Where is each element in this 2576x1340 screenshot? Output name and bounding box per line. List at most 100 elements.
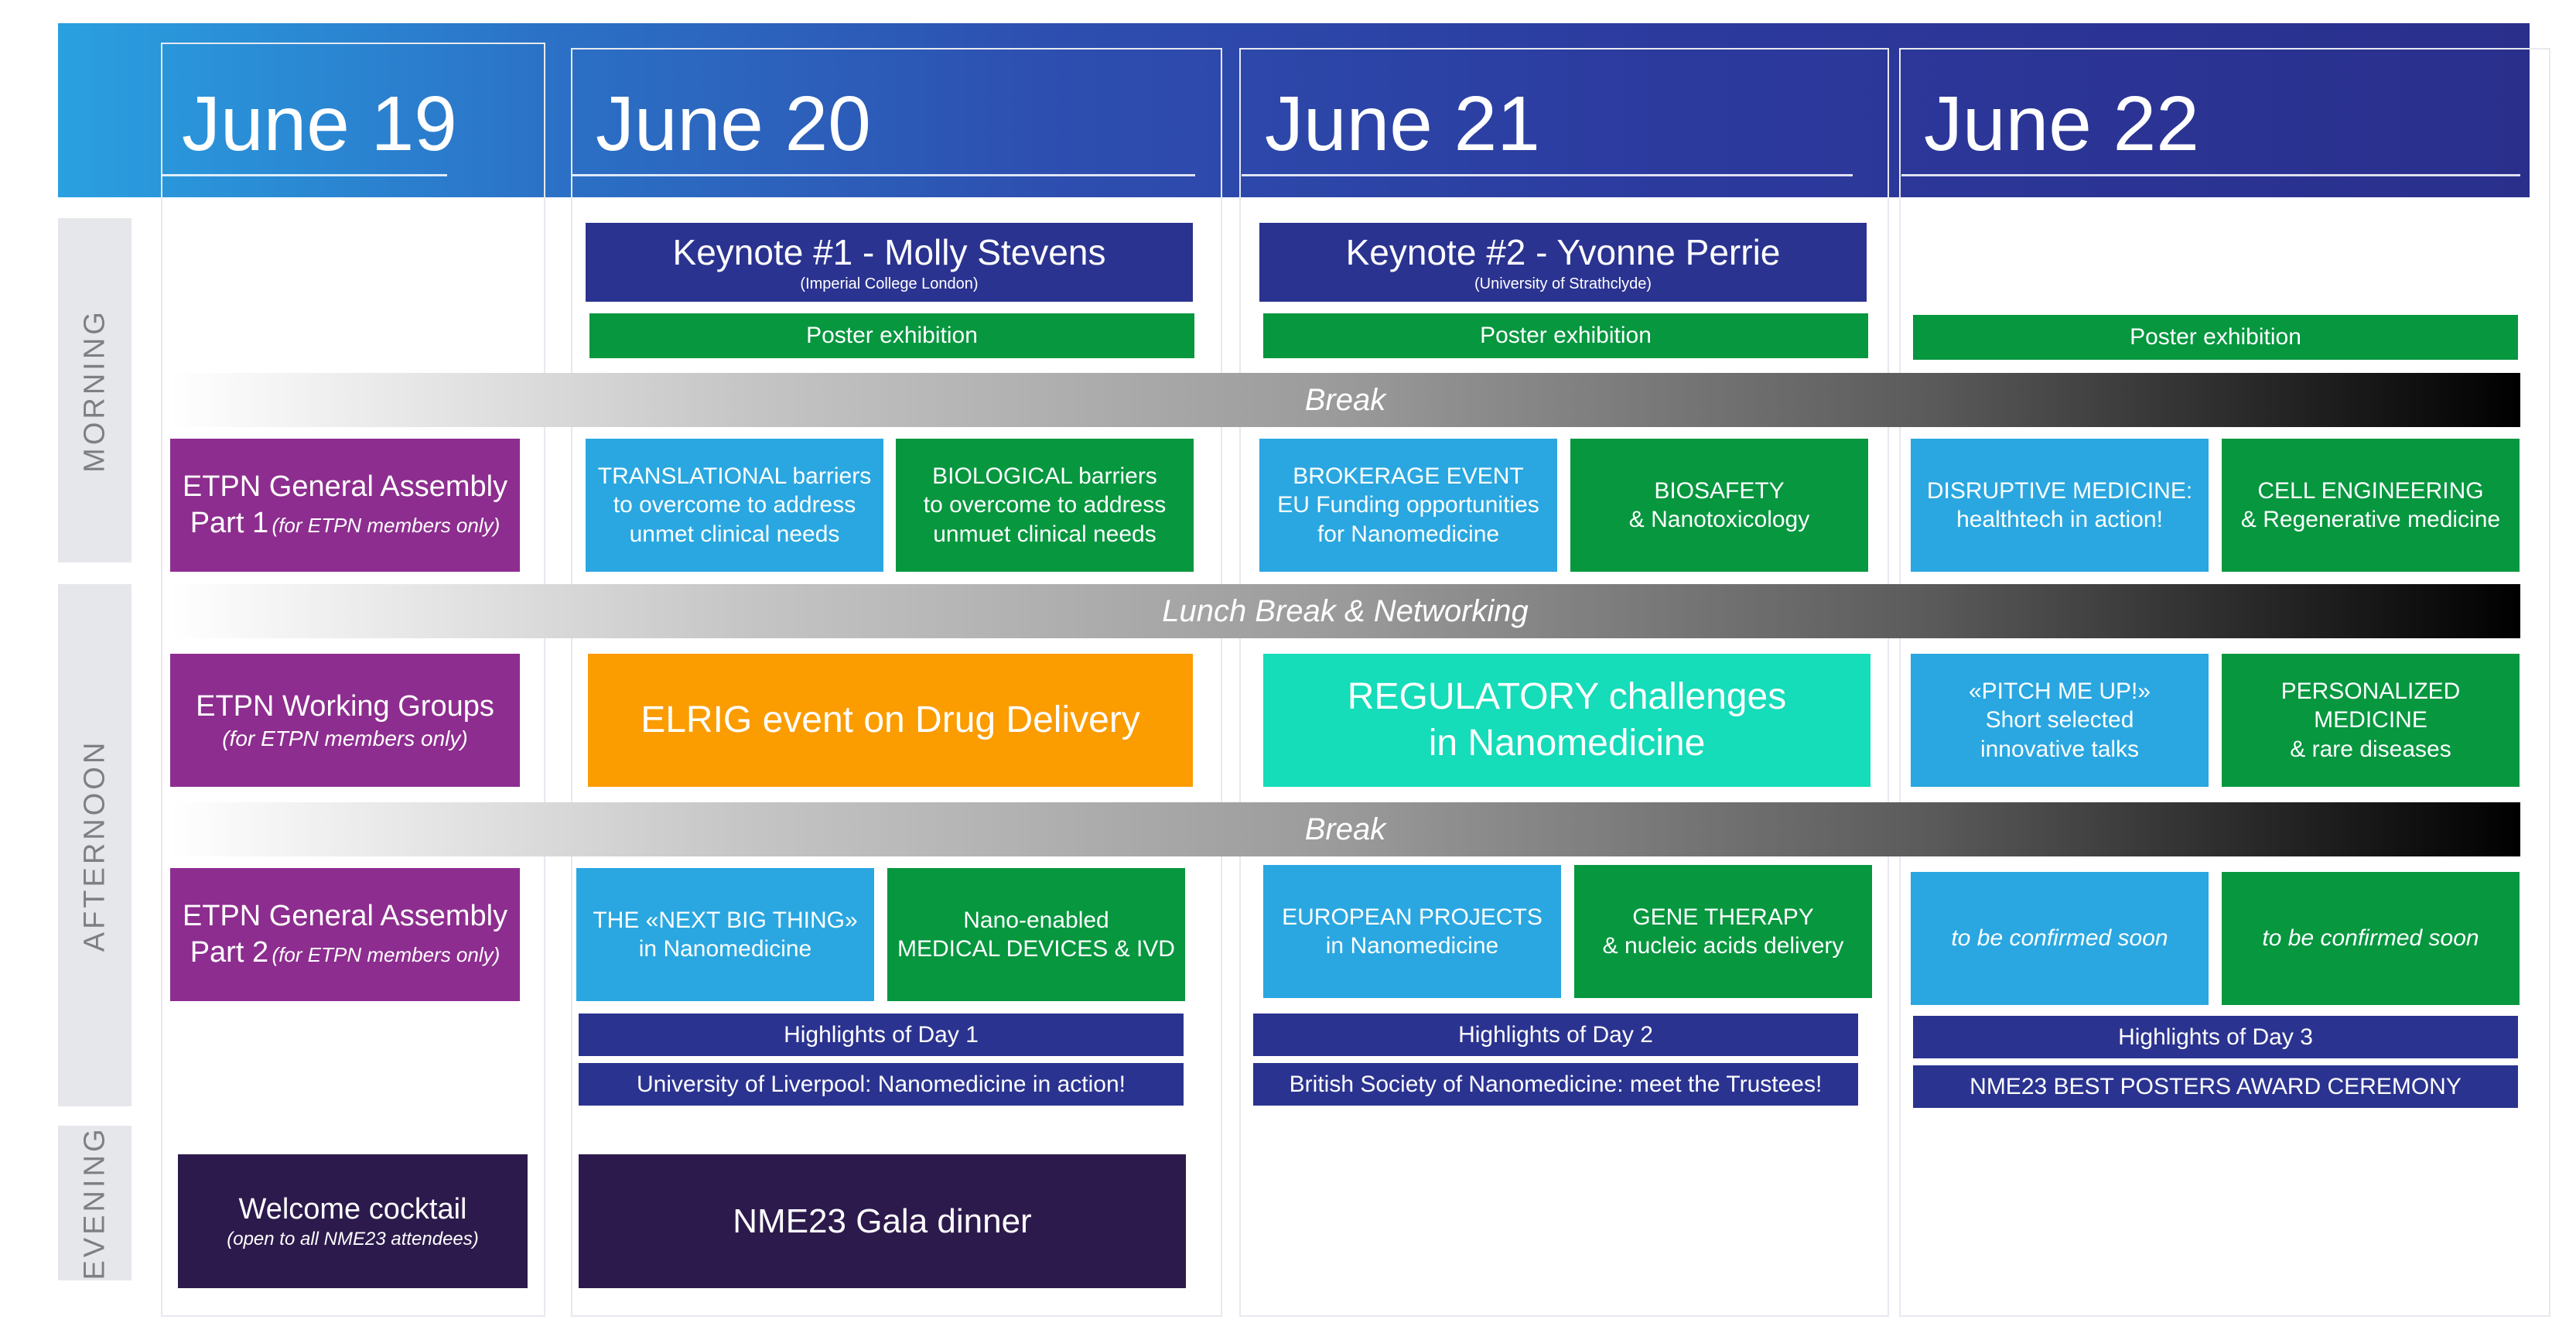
biosafety-line-1: BIOSAFETY (1654, 477, 1785, 504)
day-title-june-19: June 19 (182, 80, 457, 167)
morning-break-bar: Break (170, 373, 2520, 427)
day-title-june-21: June 21 (1265, 80, 1540, 167)
pitch-line-1: «PITCH ME UP!» (1968, 678, 2151, 704)
highlights-day-1-label: Highlights of Day 1 (784, 1021, 979, 1048)
keynote-1-affiliation: (Imperial College London) (800, 275, 979, 293)
personalized-medicine-session[interactable]: PERSONALIZED MEDICINE & rare diseases (2222, 654, 2520, 787)
period-evening: EVENING (58, 1126, 132, 1280)
biological-barriers-session[interactable]: BIOLOGICAL barriers to overcome to addre… (896, 439, 1194, 572)
pitch-me-up-session[interactable]: «PITCH ME UP!» Short selected innovative… (1911, 654, 2209, 787)
devices-line-2: MEDICAL DEVICES & IVD (897, 936, 1175, 962)
highlights-day-3-label: Highlights of Day 3 (2118, 1024, 2313, 1050)
ga2-part: Part 2 (190, 936, 269, 969)
biological-line-1: BIOLOGICAL barriers (932, 463, 1157, 489)
tbc-session-2[interactable]: to be confirmed soon (2222, 872, 2520, 1005)
biosafety-line-2: & Nanotoxicology (1628, 507, 1810, 532)
cell-engineering-line-2: & Regenerative medicine (2240, 507, 2501, 532)
regulatory-line-1: REGULATORY challenges (1347, 676, 1787, 717)
day-column-june-19 (161, 43, 545, 1317)
keynote-1-title: Keynote #1 - Molly Stevens (672, 231, 1106, 272)
brokerage-line-2: EU Funding opportunities (1277, 492, 1539, 518)
bsnm-trustees-session[interactable]: British Society of Nanomedicine: meet th… (1253, 1063, 1858, 1106)
ga1-title: ETPN General Assembly (182, 470, 508, 503)
general-assembly-part-1[interactable]: ETPN General Assembly Part 1 (for ETPN m… (170, 439, 520, 572)
day-column-june-21 (1239, 48, 1889, 1317)
translational-line-1: TRANSLATIONAL barriers (597, 463, 872, 489)
gene-line-2: & nucleic acids delivery (1602, 933, 1844, 959)
ga2-note: (for ETPN members only) (272, 943, 501, 966)
elrig-title: ELRIG event on Drug Delivery (641, 699, 1140, 740)
gene-line-1: GENE THERAPY (1632, 904, 1814, 930)
poster-exhibition-june-21[interactable]: Poster exhibition (1263, 313, 1868, 358)
next-big-line-1: THE «NEXT BIG THING» (593, 907, 858, 933)
lunch-break-bar: Lunch Break & Networking (170, 584, 2520, 638)
biosafety-session[interactable]: BIOSAFETY & Nanotoxicology (1570, 439, 1868, 572)
gene-therapy-session[interactable]: GENE THERAPY & nucleic acids delivery (1574, 865, 1872, 998)
next-big-thing-session[interactable]: THE «NEXT BIG THING» in Nanomedicine (576, 868, 874, 1001)
gala-title: NME23 Gala dinner (733, 1202, 1032, 1240)
pitch-line-2: Short selected (1985, 707, 2134, 733)
regulatory-line-2: in Nanomedicine (1428, 723, 1706, 764)
ga1-note: (for ETPN members only) (272, 514, 501, 537)
awards-ceremony-session[interactable]: NME23 BEST POSTERS AWARD CEREMONY (1913, 1065, 2518, 1108)
poster-exhibition-june-22[interactable]: Poster exhibition (1913, 315, 2518, 360)
poster-exhibition-june-20[interactable]: Poster exhibition (589, 313, 1194, 358)
day-title-underline (1901, 174, 2520, 176)
translational-barriers-session[interactable]: TRANSLATIONAL barriers to overcome to ad… (586, 439, 883, 572)
awards-label: NME23 BEST POSTERS AWARD CEREMONY (1970, 1073, 2462, 1099)
keynote-2-box[interactable]: Keynote #2 - Yvonne Perrie (University o… (1259, 223, 1867, 302)
keynote-1-box[interactable]: Keynote #1 - Molly Stevens (Imperial Col… (586, 223, 1193, 302)
brokerage-line-1: BROKERAGE EVENT (1293, 463, 1524, 489)
tbc-session-1[interactable]: to be confirmed soon (1911, 872, 2209, 1005)
liverpool-session[interactable]: University of Liverpool: Nanomedicine in… (579, 1063, 1184, 1106)
biological-line-2: to overcome to address (923, 492, 1167, 518)
morning-break-label: Break (1304, 382, 1386, 417)
day-title-underline (572, 174, 1195, 176)
period-label-afternoon: AFTERNOON (78, 739, 111, 952)
tbc-label-1: to be confirmed soon (1951, 925, 2168, 952)
cocktail-note: (open to all NME23 attendees) (227, 1229, 479, 1250)
keynote-2-title: Keynote #2 - Yvonne Perrie (1345, 231, 1781, 272)
day-title-june-22: June 22 (1924, 80, 2199, 167)
period-afternoon: AFTERNOON (58, 584, 132, 1106)
translational-line-2: to overcome to address (613, 492, 856, 518)
european-projects-session[interactable]: EUROPEAN PROJECTS in Nanomedicine (1263, 865, 1561, 998)
regulatory-challenges-session[interactable]: REGULATORY challenges in Nanomedicine (1263, 654, 1871, 787)
brokerage-line-3: for Nanomedicine (1317, 521, 1500, 547)
welcome-cocktail-event[interactable]: Welcome cocktail (open to all NME23 atte… (178, 1154, 528, 1288)
personalized-line-1: PERSONALIZED MEDICINE (2280, 678, 2461, 733)
next-big-line-2: in Nanomedicine (638, 936, 812, 962)
highlights-day-2[interactable]: Highlights of Day 2 (1253, 1014, 1858, 1056)
ga2-title: ETPN General Assembly (182, 899, 508, 932)
european-line-1: EUROPEAN PROJECTS (1282, 904, 1543, 930)
highlights-day-1[interactable]: Highlights of Day 1 (579, 1014, 1184, 1056)
period-label-morning: MORNING (78, 308, 111, 473)
period-morning: MORNING (58, 218, 132, 562)
header-band (58, 23, 2530, 197)
keynote-2-affiliation: (University of Strathclyde) (1474, 275, 1652, 293)
cocktail-title: Welcome cocktail (238, 1192, 467, 1225)
devices-line-1: Nano-enabled (963, 907, 1109, 933)
highlights-day-3[interactable]: Highlights of Day 3 (1913, 1016, 2518, 1058)
disruptive-medicine-session[interactable]: DISRUPTIVE MEDICINE: healthtech in actio… (1911, 439, 2209, 572)
working-groups-title: ETPN Working Groups (196, 689, 494, 723)
biological-line-3: unmuet clinical needs (933, 521, 1156, 547)
afternoon-break-bar: Break (170, 802, 2520, 856)
brokerage-event-session[interactable]: BROKERAGE EVENT EU Funding opportunities… (1259, 439, 1557, 572)
day-column-june-20 (571, 48, 1222, 1317)
disruptive-line-2: healthtech in action! (1956, 507, 2163, 532)
afternoon-break-label: Break (1304, 812, 1386, 846)
gala-dinner-event[interactable]: NME23 Gala dinner (579, 1154, 1186, 1288)
liverpool-label: University of Liverpool: Nanomedicine in… (637, 1071, 1126, 1097)
european-line-2: in Nanomedicine (1325, 933, 1499, 959)
working-groups-session[interactable]: ETPN Working Groups (for ETPN members on… (170, 654, 520, 787)
cell-engineering-session[interactable]: CELL ENGINEERING & Regenerative medicine (2222, 439, 2520, 572)
day-title-june-20: June 20 (596, 80, 871, 167)
poster-exhibition-label: Poster exhibition (806, 323, 978, 349)
day-title-underline (161, 174, 447, 176)
medical-devices-session[interactable]: Nano-enabled MEDICAL DEVICES & IVD (887, 868, 1185, 1001)
general-assembly-part-2[interactable]: ETPN General Assembly Part 2 (for ETPN m… (170, 868, 520, 1001)
elrig-drug-delivery-session[interactable]: ELRIG event on Drug Delivery (588, 654, 1193, 787)
period-label-evening: EVENING (78, 1126, 111, 1280)
ga1-part: Part 1 (190, 507, 269, 539)
